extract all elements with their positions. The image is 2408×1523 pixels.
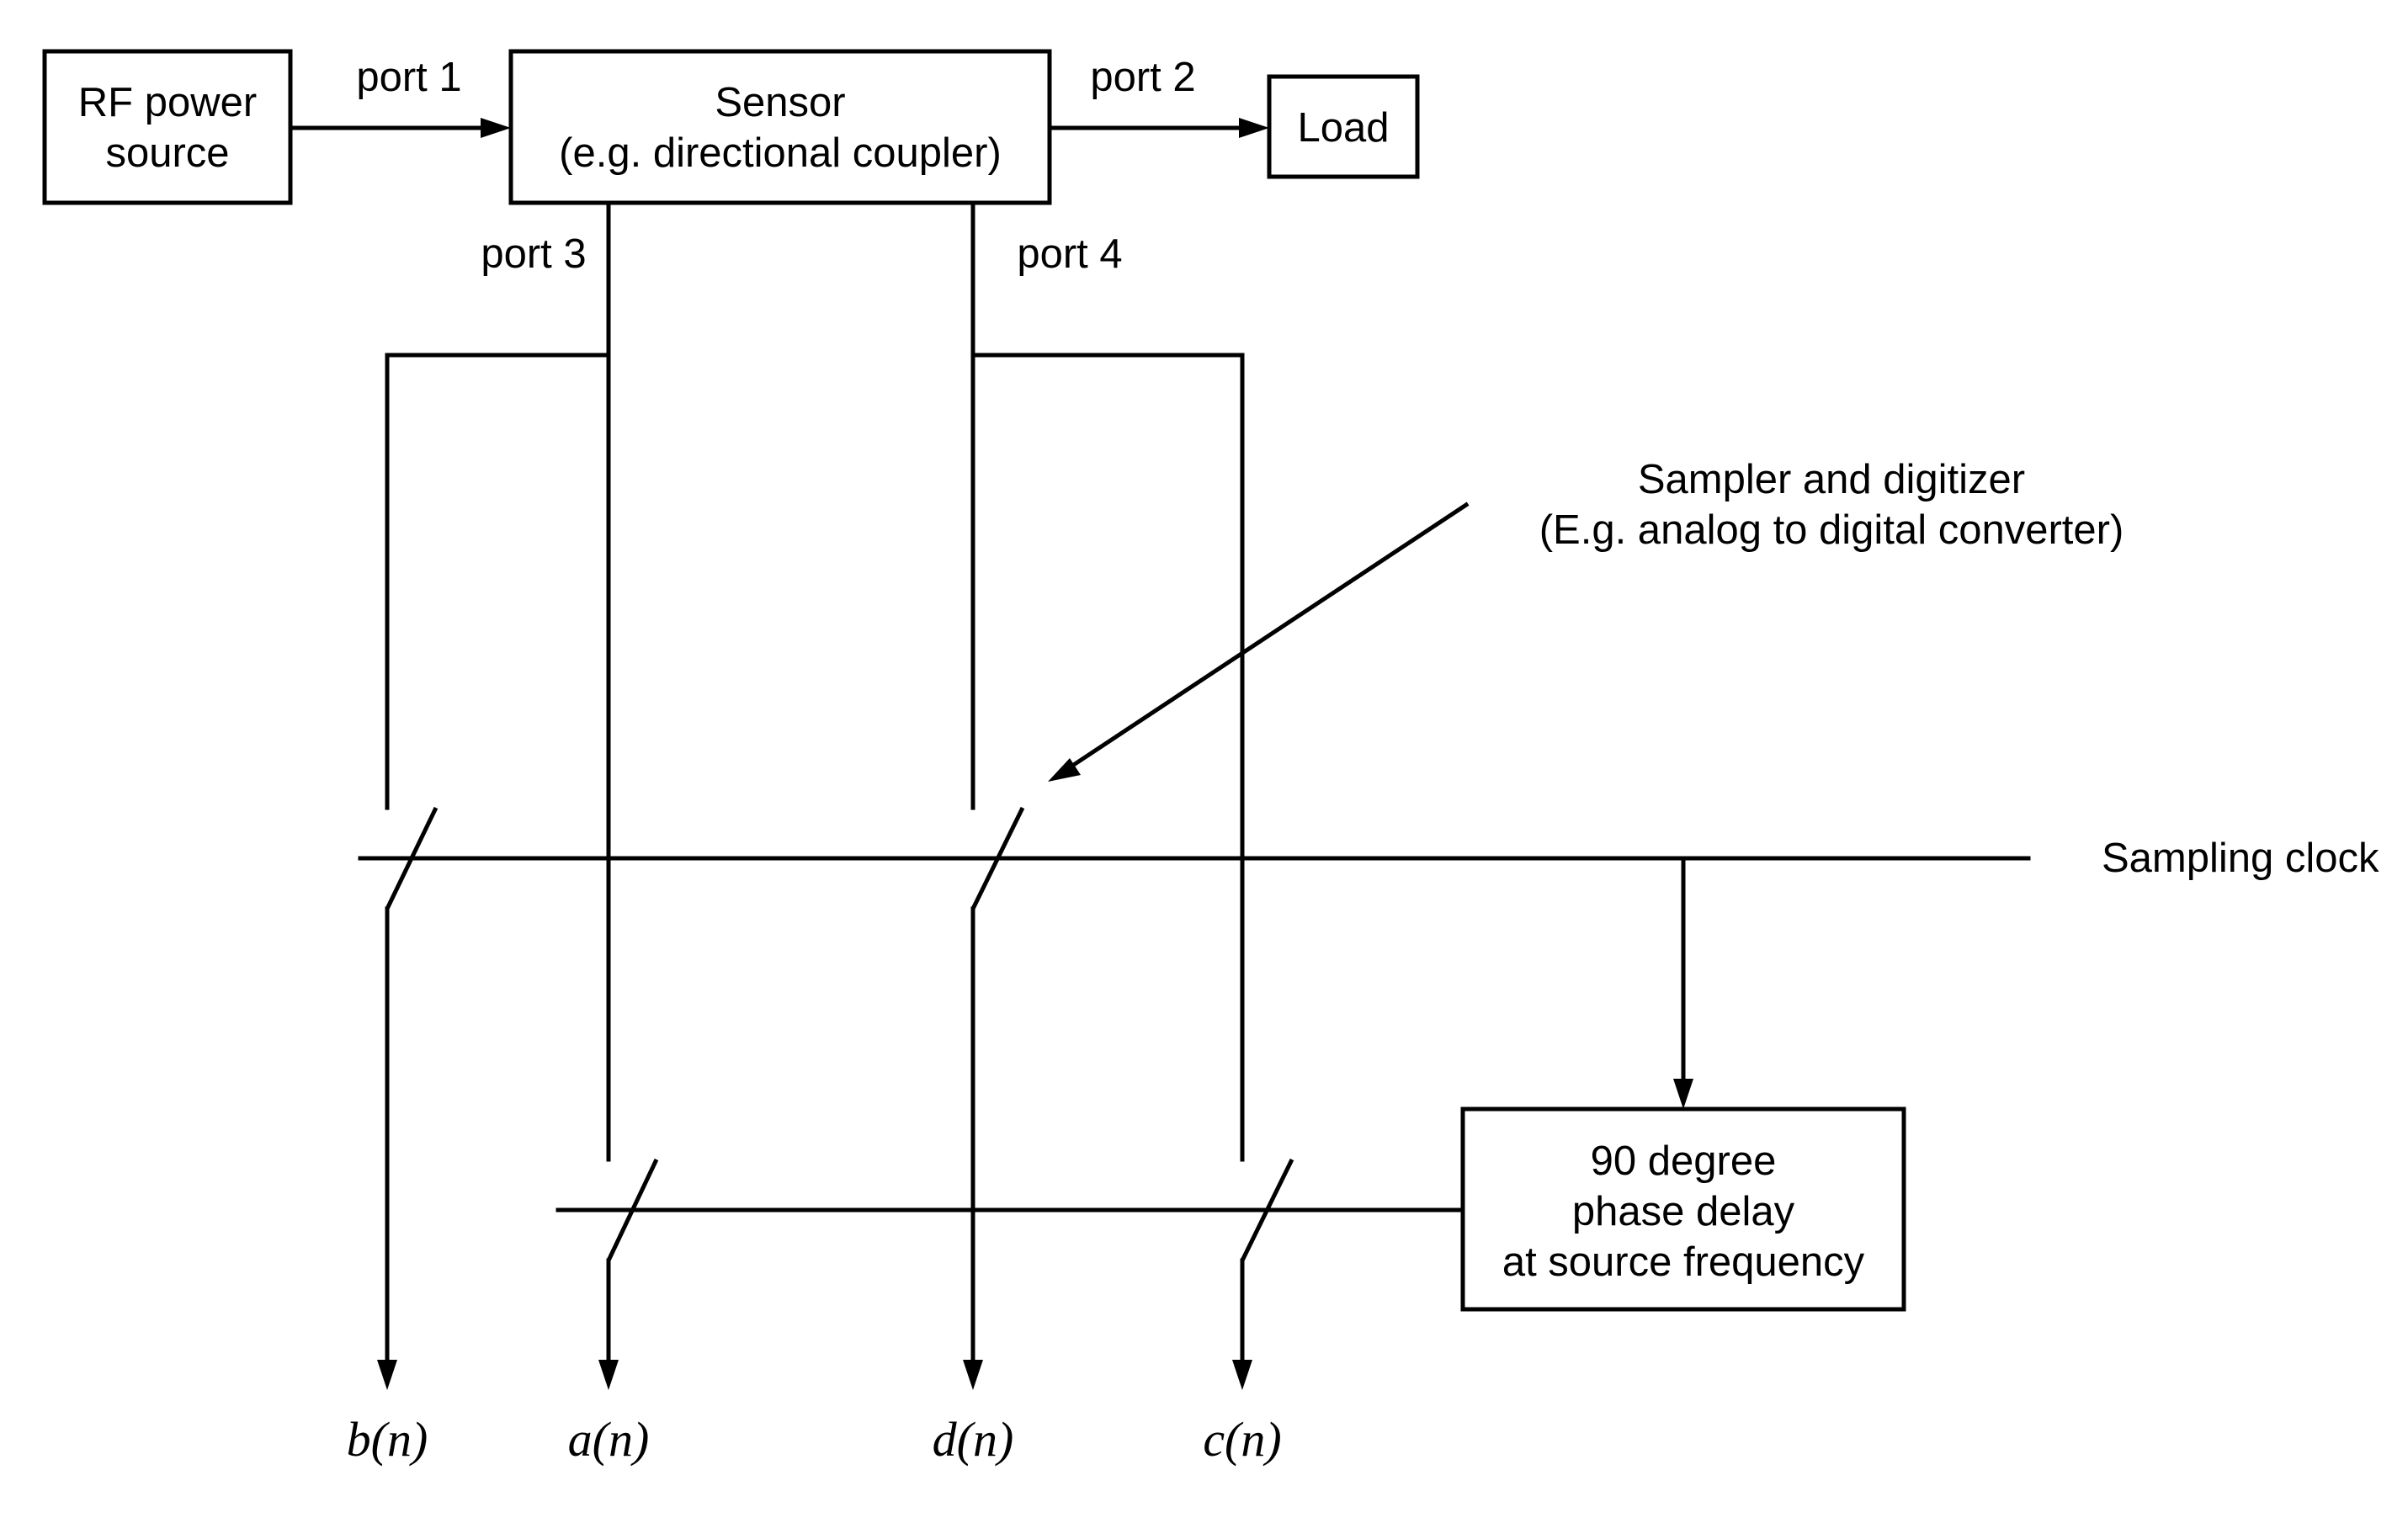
output-c-wire <box>1232 1260 1252 1390</box>
rf-source-label-line1: RF power <box>78 80 257 125</box>
output-a-wire <box>598 1260 619 1390</box>
output-d-label: d(n) <box>933 1412 1014 1467</box>
port2-connection: port 2 <box>1050 55 1269 138</box>
sensor-label-line1: Sensor <box>715 80 845 125</box>
output-b-wire <box>377 909 397 1390</box>
port4-label: port 4 <box>1017 231 1122 277</box>
phase-delay-label-line3: at source frequency <box>1502 1239 1865 1285</box>
sampling-clock-label: Sampling clock <box>2102 836 2379 881</box>
sampler-annotation: Sampler and digitizer (E.g. analog to di… <box>1048 457 2124 782</box>
phase-delay-block: 90 degree phase delay at source frequenc… <box>1463 1109 1904 1309</box>
port3-wiring <box>387 203 609 1159</box>
sampler-label-line2: (E.g. analog to digital converter) <box>1539 507 2124 553</box>
phase-delay-label-line2: phase delay <box>1572 1189 1795 1234</box>
load-label: Load <box>1297 105 1389 151</box>
sensor-block: Sensor (e.g. directional coupler) <box>511 51 1050 203</box>
output-c-label: c(n) <box>1203 1412 1281 1467</box>
output-b-label: b(n) <box>347 1412 428 1467</box>
rf-power-source-block: RF power source <box>45 51 290 203</box>
port1-connection: port 1 <box>290 55 511 138</box>
port2-label: port 2 <box>1090 55 1195 100</box>
sensor-label-line2: (e.g. directional coupler) <box>559 130 1002 176</box>
sampler-label-line1: Sampler and digitizer <box>1638 457 2025 502</box>
output-d-wire <box>963 909 983 1390</box>
output-a-label: a(n) <box>568 1412 650 1467</box>
port1-label: port 1 <box>356 55 461 100</box>
rf-source-label-line2: source <box>105 130 229 176</box>
load-block: Load <box>1269 77 1417 177</box>
sampling-clock-bus: Sampling clock <box>360 836 2379 1109</box>
phase-delay-label-line1: 90 degree <box>1591 1138 1777 1184</box>
port3-label: port 3 <box>481 231 586 277</box>
